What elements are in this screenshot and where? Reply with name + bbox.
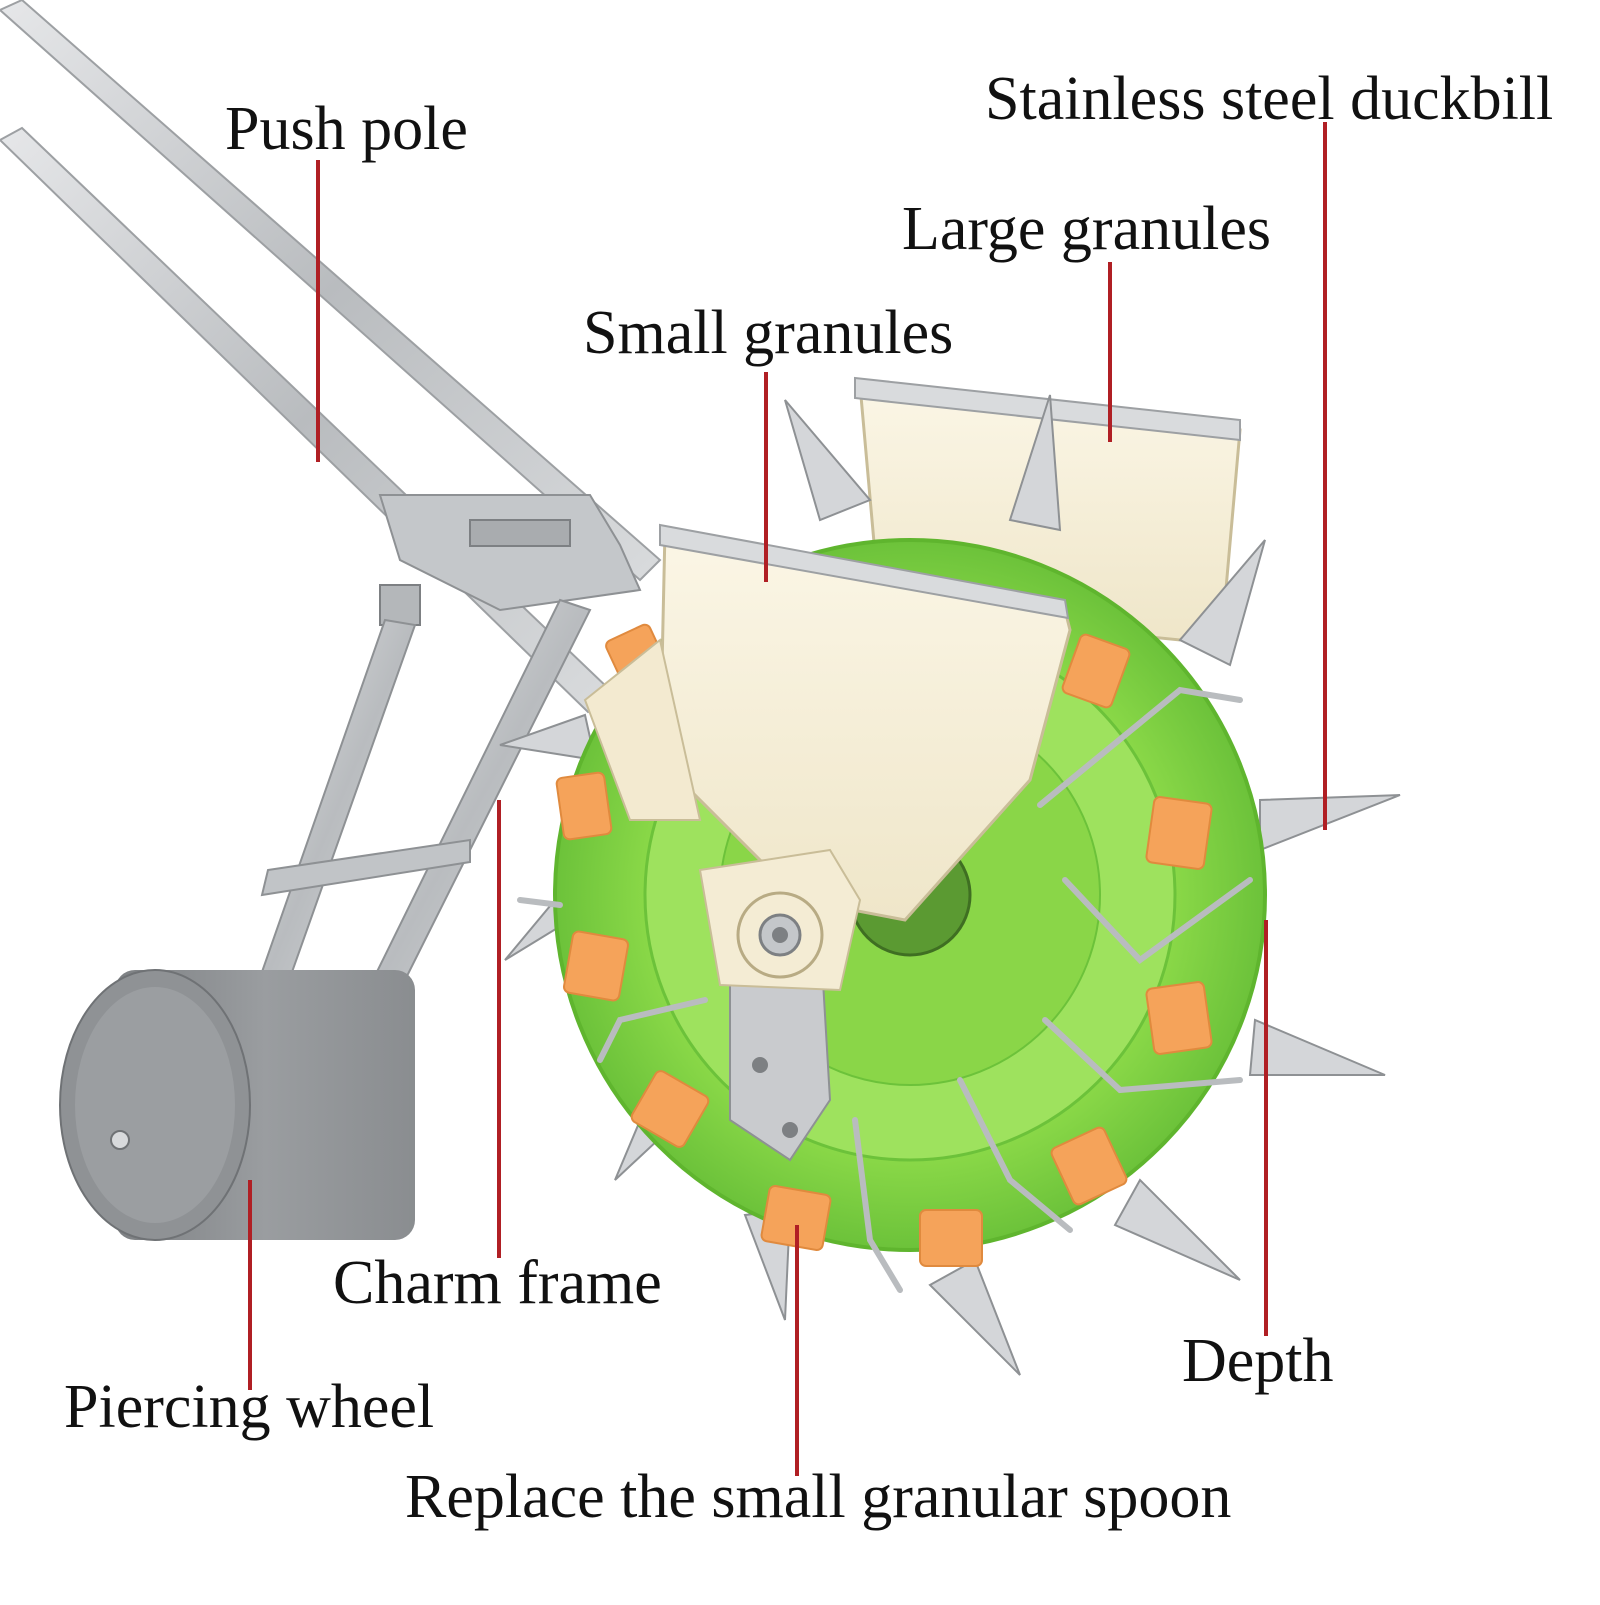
- label-replace-spoon: Replace the small granular spoon: [405, 1463, 1232, 1531]
- leader-lines: [248, 122, 1327, 1476]
- label-stainless-steel-duckbill: Stainless steel duckbill: [985, 65, 1554, 133]
- duckbill-spikes: [499, 394, 1401, 1376]
- label-piercing-wheel: Piercing wheel: [64, 1373, 435, 1441]
- label-charm-frame: Charm frame: [333, 1249, 662, 1317]
- frame-bracket: [378, 494, 642, 626]
- piercing-wheel-roller: [59, 969, 415, 1241]
- label-large-granules: Large granules: [902, 195, 1271, 263]
- label-push-pole: Push pole: [225, 95, 468, 163]
- hub-bracket: [698, 848, 862, 1162]
- small-granule-hopper: [583, 523, 1072, 922]
- label-depth: Depth: [1182, 1327, 1334, 1395]
- spring-clips: [517, 686, 1253, 1293]
- label-small-granules: Small granules: [583, 299, 954, 367]
